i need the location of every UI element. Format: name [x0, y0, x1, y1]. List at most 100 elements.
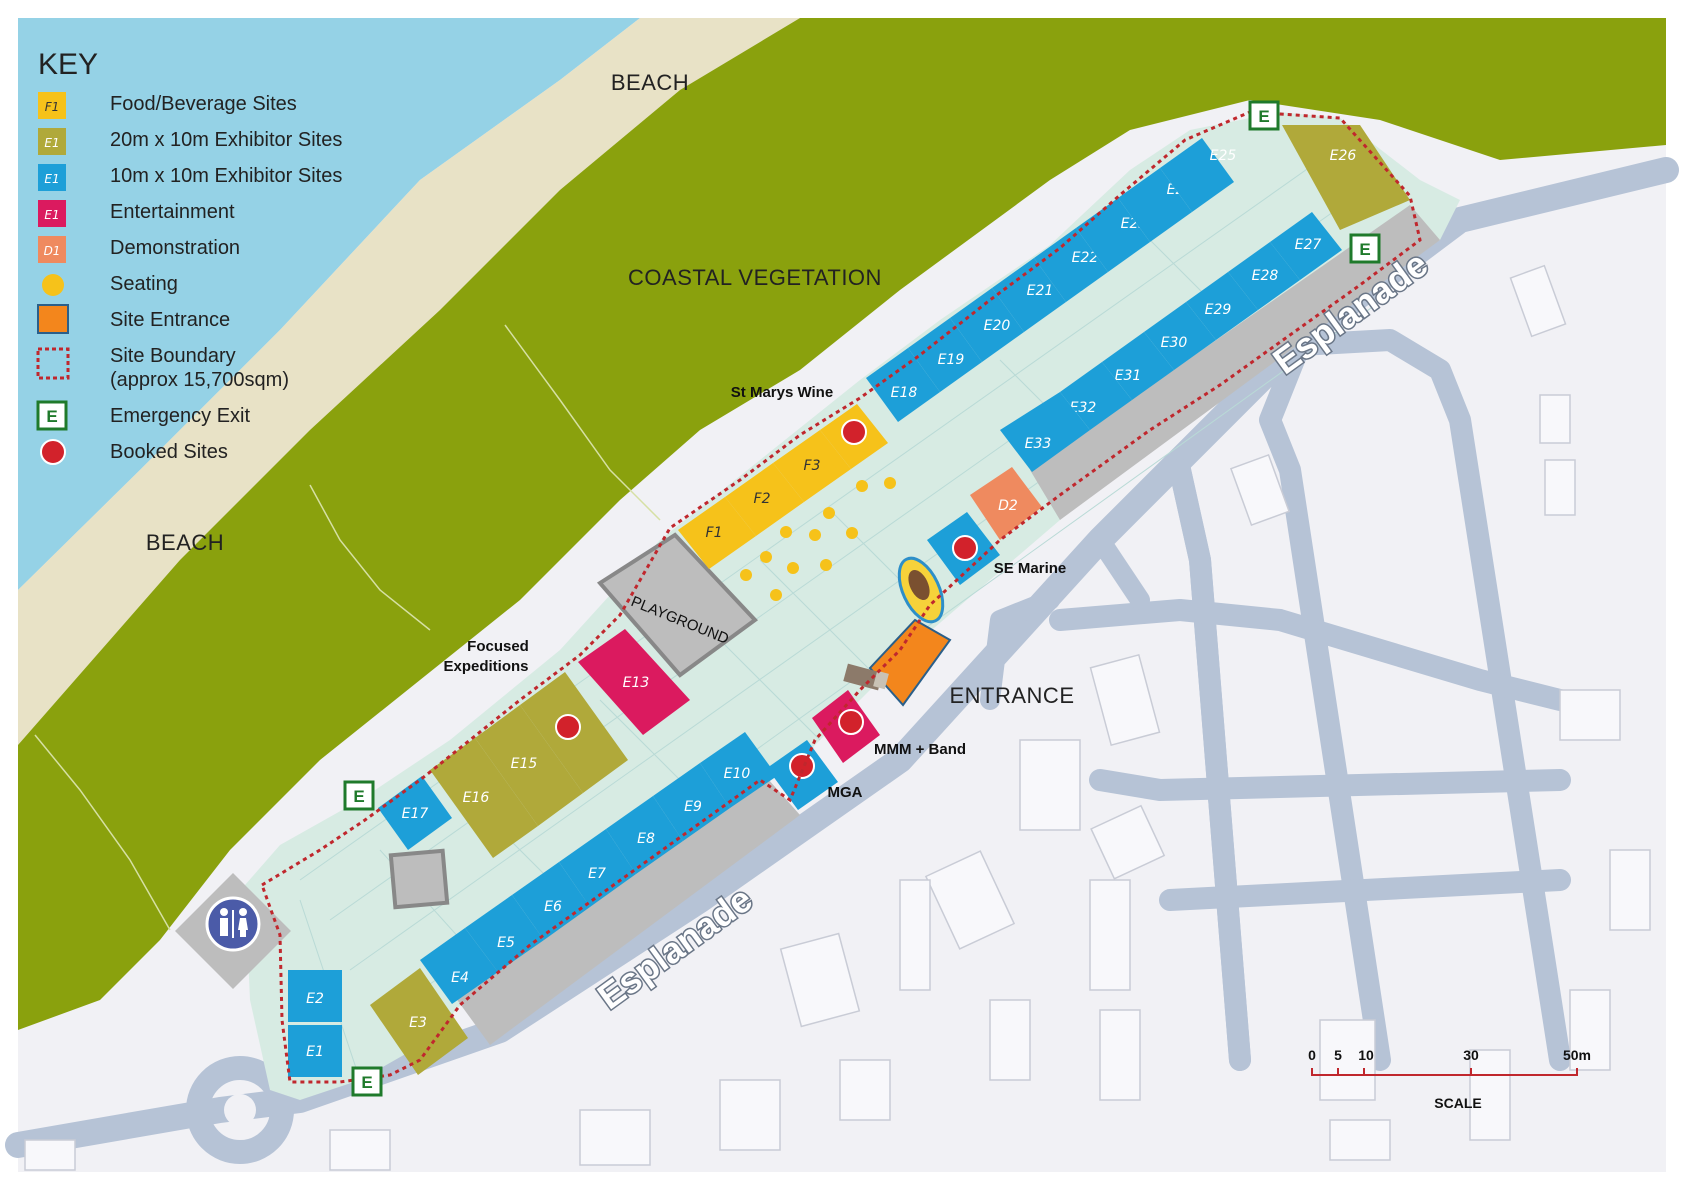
site-e9-label: E9 [684, 799, 702, 815]
site-e5[interactable] [465, 895, 544, 972]
site-e7[interactable] [559, 829, 636, 907]
seat [787, 562, 799, 574]
site-e4[interactable] [420, 928, 498, 1004]
site-e9[interactable] [653, 763, 730, 841]
seat [780, 526, 792, 538]
scale-bar: 0 5 10 30 50m SCALE [1308, 1047, 1591, 1111]
site-e2-label: E2 [306, 991, 324, 1007]
scale-tick-5: 5 [1334, 1047, 1342, 1063]
key-swatch-food [38, 92, 66, 119]
site-e23[interactable] [1076, 198, 1150, 272]
site-e8[interactable] [606, 796, 683, 874]
scale-tick-10: 10 [1358, 1047, 1374, 1063]
map-key: KEY F1 Food/Beverage Sites E1 20m x 10m … [36, 48, 342, 465]
booked-marker[interactable] [841, 419, 867, 445]
key-swatch-entertainment-text: E1 [44, 208, 59, 222]
site-e19[interactable] [908, 318, 982, 392]
seat [856, 480, 868, 492]
site-e8-label: E8 [637, 831, 655, 847]
st-marys-wine-label: St Marys Wine [731, 384, 833, 401]
site-e10-label: E10 [724, 766, 751, 782]
site-e1[interactable] [288, 1025, 342, 1077]
building [1469, 1049, 1511, 1141]
site-f1[interactable] [678, 497, 756, 569]
booked-marker[interactable] [555, 714, 581, 740]
site-e13[interactable] [578, 629, 690, 735]
site-e29[interactable] [1186, 272, 1258, 340]
scale-tick-50m: 50m [1563, 1047, 1591, 1063]
site-e7-label: E7 [588, 866, 606, 882]
site-e30[interactable] [1144, 302, 1216, 370]
site-f3[interactable] [773, 430, 851, 502]
booked-marker[interactable] [789, 753, 815, 779]
site-e31-label: E31 [1115, 368, 1142, 384]
booked-marker[interactable] [952, 535, 978, 561]
parking-strip-lower [450, 770, 800, 1045]
roundabout [186, 1056, 294, 1164]
site-e33[interactable] [1000, 392, 1090, 472]
building [989, 999, 1031, 1081]
side-road [1089, 769, 1571, 801]
emergency-exit[interactable]: E [351, 1066, 383, 1097]
site-e33-label: E33 [1025, 436, 1052, 452]
site-e25-label: E25 [1210, 148, 1237, 164]
site-e22[interactable] [1034, 228, 1108, 302]
key-entrance-label: Site Entrance [110, 309, 230, 331]
key-demonstration-label: Demonstration [110, 237, 240, 259]
emergency-exit[interactable]: E [1248, 100, 1280, 131]
site-e10[interactable] [700, 732, 777, 808]
site-d2[interactable] [970, 467, 1042, 540]
site-e20[interactable] [950, 288, 1024, 362]
site-e17[interactable] [378, 776, 452, 850]
key-boundary-label: Site Boundary [110, 345, 236, 367]
building [1329, 1119, 1391, 1161]
beach-label-left: BEACH [146, 530, 224, 555]
emergency-exit[interactable]: E [343, 780, 375, 811]
site-e26[interactable] [1282, 125, 1410, 230]
exit-box [1349, 233, 1381, 264]
site-f2[interactable] [725, 463, 804, 536]
site-e15-label: E15 [511, 756, 538, 772]
exit-letter: E [1258, 107, 1269, 126]
building [329, 1129, 391, 1171]
site-entrance[interactable] [868, 618, 952, 707]
key-exit-label: Emergency Exit [110, 405, 250, 427]
exit-box [343, 780, 375, 811]
site-e28[interactable] [1228, 242, 1300, 310]
beach-label-top: BEACH [611, 70, 689, 95]
truck-cab [873, 670, 889, 690]
site-e2[interactable] [288, 970, 342, 1022]
playground [596, 532, 759, 678]
site-f3-label: F3 [804, 458, 821, 474]
site-e29-label: E29 [1205, 302, 1232, 318]
mmm-band-label: MMM + Band [874, 741, 966, 758]
building [1089, 653, 1161, 747]
site-e3-label: E3 [409, 1015, 427, 1031]
building [1090, 804, 1166, 880]
site-e24[interactable] [1118, 168, 1192, 242]
side-road [1159, 869, 1571, 911]
site-e15[interactable] [475, 705, 583, 826]
key-swatch-large-text: E1 [44, 136, 59, 150]
site-e21[interactable] [992, 258, 1066, 332]
building [1509, 264, 1567, 338]
building [1019, 739, 1081, 831]
cross-road [1289, 329, 1571, 1071]
site-e6[interactable] [512, 862, 590, 940]
site-e3[interactable] [370, 968, 468, 1075]
site-f1-label: F1 [706, 525, 723, 541]
site-e32[interactable] [1060, 362, 1132, 430]
vegetation-line [34, 734, 171, 931]
seat [770, 589, 782, 601]
focused-label: Focused [467, 638, 529, 655]
key-exit-icon [36, 400, 68, 431]
emergency-exit[interactable]: E [1349, 233, 1381, 264]
key-food-label: Food/Beverage Sites [110, 93, 297, 115]
site-e16[interactable] [430, 738, 538, 858]
booked-marker[interactable] [838, 709, 864, 735]
site-e27[interactable] [1270, 212, 1342, 280]
site-e18[interactable] [866, 348, 940, 422]
site-e25[interactable] [1160, 138, 1234, 212]
site-e31[interactable] [1102, 332, 1174, 400]
road-network [5, 157, 1679, 1164]
